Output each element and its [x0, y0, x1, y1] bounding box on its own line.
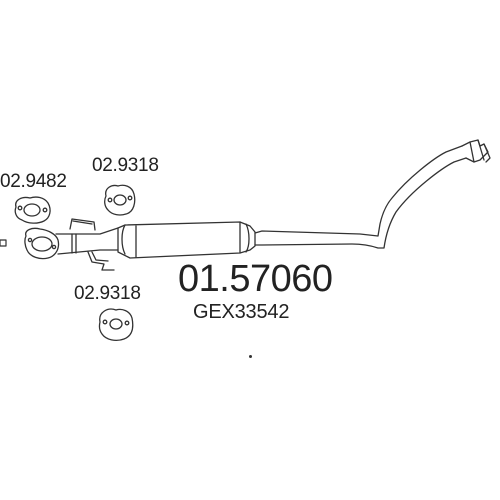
gasket-02-9318-upper-drawing	[104, 184, 136, 216]
gasket-02-9482-drawing	[14, 196, 51, 224]
stray-dot	[249, 355, 252, 358]
gasket-ref-label-02-9318-upper: 02.9318	[92, 155, 159, 176]
part-number: 01.57060	[178, 258, 333, 300]
gasket-ref-label-02-9318-lower: 02.9318	[74, 283, 141, 304]
oe-number: GEX33542	[193, 301, 290, 323]
gasket-ref-label-02-9482: 02.9482	[0, 171, 67, 192]
edge-marker	[0, 239, 7, 247]
gasket-02-9318-lower-drawing	[98, 308, 134, 341]
exhaust-pipe-drawing	[24, 139, 491, 271]
